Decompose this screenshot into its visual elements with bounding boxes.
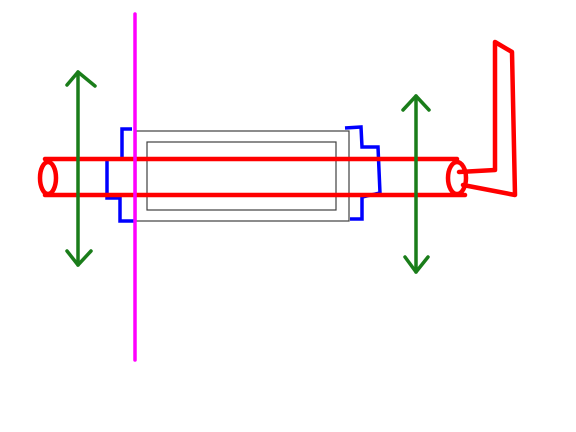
shaft-right-end [445, 159, 469, 197]
arrow-head-down [65, 249, 93, 267]
arrow-head-up [65, 70, 97, 88]
left-bearing [105, 127, 134, 223]
double-arrow [401, 94, 431, 274]
crank-handle [456, 39, 518, 198]
sleeve-inner-rect [146, 141, 337, 211]
right-bearing [344, 125, 382, 221]
shaft-left-end [37, 159, 59, 197]
double-arrow [65, 70, 97, 267]
arrow-head-up [401, 94, 431, 112]
sleeve-outer-rect [135, 130, 350, 222]
sleeve [135, 130, 350, 222]
arrow-head-down [403, 255, 430, 274]
shaft [37, 156, 469, 198]
